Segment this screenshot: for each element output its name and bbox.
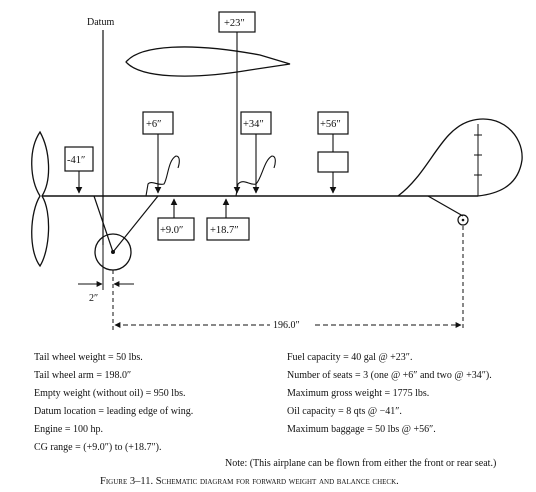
oil-station-label: -41″ [67,155,85,166]
spec-datum-location: Datum location = leading edge of wing. [34,406,194,417]
baggage-label: +56″ [320,119,341,130]
rear-seat-shape [235,155,276,197]
cg-forward-label: +9.0″ [160,225,183,236]
main-wheel-hub [111,250,115,254]
spec-oil-capacity: Oil capacity = 8 qts @ −41″. [287,406,402,417]
main-gear-strut-front [112,195,159,253]
spec-tail-wheel-weight: Tail wheel weight = 50 lbs. [34,352,143,363]
front-seat-label: +6″ [146,119,162,130]
baggage-block [317,151,349,173]
tail-wheel-hub [461,218,465,222]
front-seat-shape [145,155,180,197]
fuel-station-label: +23″ [224,18,245,29]
datum-label: Datum [87,17,114,28]
main-gear-strut-rear [93,195,114,253]
spec-engine: Engine = 100 hp. [34,424,103,435]
cg-forward-box [157,217,195,241]
span-label-backing [270,316,314,330]
wing-airfoil [125,46,291,77]
propeller [31,130,50,268]
cg-aft-box [206,217,250,241]
tail-wheel-offset-label: 2″ [89,293,98,304]
spec-max-baggage: Maximum baggage = 50 lbs @ +56″. [287,424,436,435]
diagram-note: Note: (This airplane can be flown from e… [225,458,497,469]
vertical-stabilizer [397,118,523,197]
tail-wheel [457,214,469,226]
cg-aft-label: +18.7″ [210,225,239,236]
spec-cg-range: CG range = (+9.0″) to (+18.7″). [34,442,162,453]
spec-tail-wheel-arm: Tail wheel arm = 198.0″ [34,370,132,381]
rear-seat-label: +34″ [243,119,264,130]
figure-caption: Figure 3–11. Schematic diagram for forwa… [100,476,399,487]
spec-fuel-capacity: Fuel capacity = 40 gal @ +23″. [287,352,413,363]
spec-max-gross-weight: Maximum gross weight = 1775 lbs. [287,388,430,399]
tail-gear-strut [427,195,464,217]
spec-empty-weight: Empty weight (without oil) = 950 lbs. [34,388,186,399]
wheel-span-label: 196.0″ [273,320,300,331]
spec-number-of-seats: Number of seats = 3 (one @ +6″ and two @… [287,370,492,381]
